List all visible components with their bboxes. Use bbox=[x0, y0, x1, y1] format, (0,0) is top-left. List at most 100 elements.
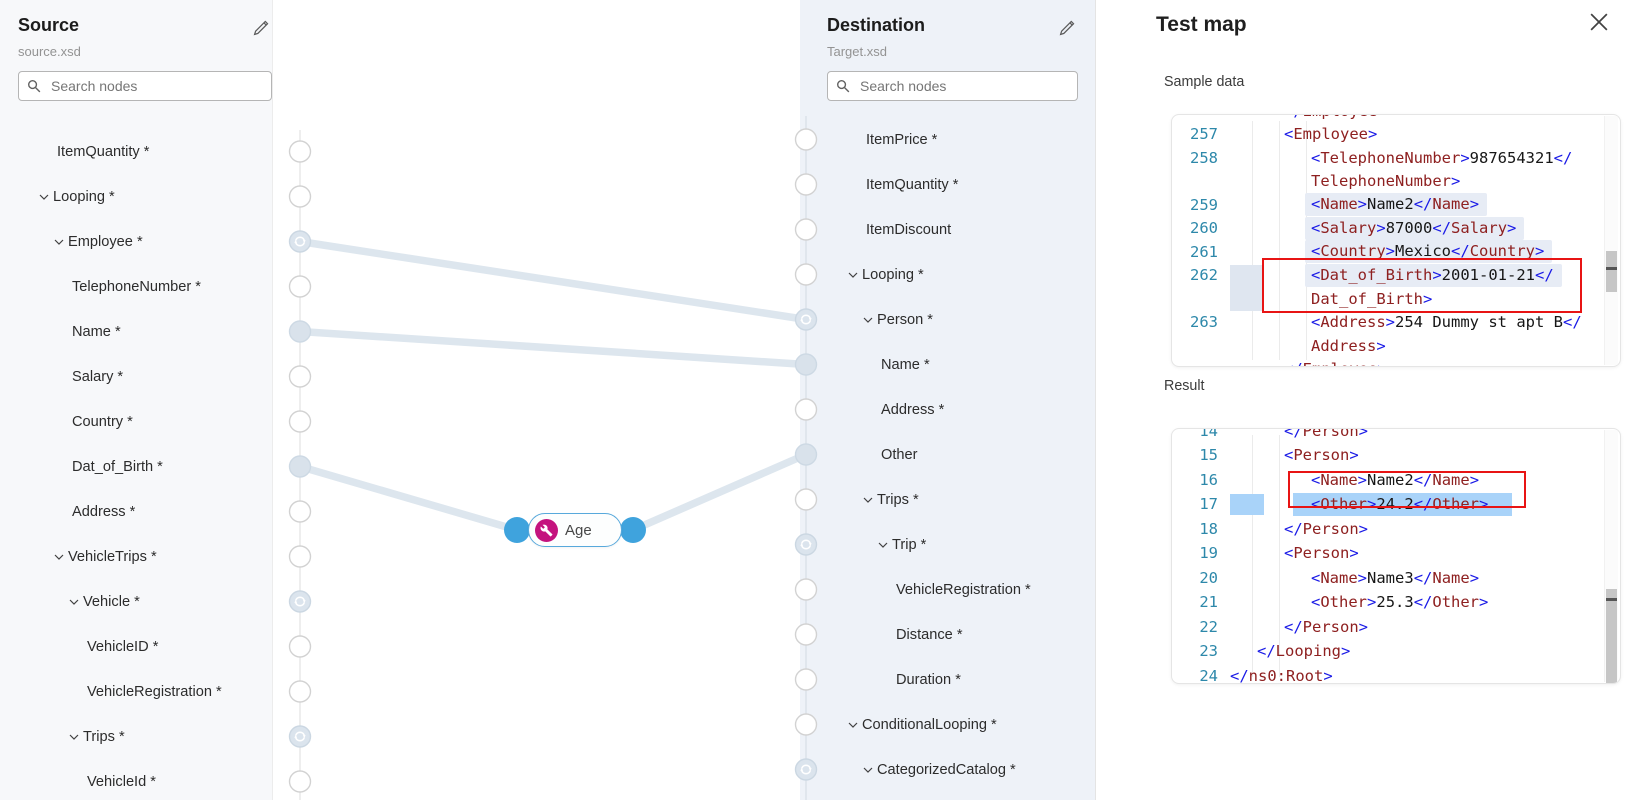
code-line-22: 22</Person> bbox=[1172, 614, 1620, 639]
connection-line-name-to-name[interactable] bbox=[296, 327, 810, 369]
source-port-country[interactable] bbox=[288, 410, 312, 433]
destination-node-name[interactable]: Name * bbox=[800, 342, 1095, 387]
destination-search-box[interactable] bbox=[827, 71, 1078, 101]
annotation-box-sample-dat-of-birth bbox=[1262, 258, 1582, 313]
destination-node-trip[interactable]: Trip * bbox=[800, 522, 1095, 567]
scrollbar-marker bbox=[1606, 598, 1617, 601]
result-label: Result bbox=[1164, 378, 1205, 394]
scrollbar[interactable] bbox=[1604, 430, 1618, 683]
source-port-vehicletrips[interactable] bbox=[288, 545, 312, 568]
connection-line-employee-to-person[interactable] bbox=[296, 237, 810, 324]
source-port-vehicleregistration[interactable] bbox=[288, 680, 312, 703]
source-search-box[interactable] bbox=[18, 71, 272, 101]
sample-data-code: </Employee>257<Employee>258<TelephoneNum… bbox=[1172, 115, 1620, 366]
destination-node-categorizedcatalog[interactable]: CategorizedCatalog * bbox=[800, 747, 1095, 792]
source-port-vehicleid[interactable] bbox=[288, 770, 312, 793]
line-number: 19 bbox=[1199, 544, 1218, 562]
tree-node-label: Address * bbox=[72, 503, 136, 520]
line-number: 261 bbox=[1190, 242, 1218, 261]
edit-source-schema-button[interactable] bbox=[252, 19, 272, 39]
chevron-down-icon[interactable] bbox=[848, 721, 858, 729]
source-panel: Source source.xsd ItemQuantity *Looping … bbox=[0, 0, 273, 800]
source-node-name[interactable]: Name * bbox=[0, 309, 272, 354]
source-node-dat-of-birth[interactable]: Dat_of_Birth * bbox=[0, 444, 272, 489]
sample-data-editor[interactable]: </Employee>257<Employee>258<TelephoneNum… bbox=[1171, 114, 1621, 367]
destination-node-trips[interactable]: Trips * bbox=[800, 477, 1095, 522]
chevron-down-icon[interactable] bbox=[54, 238, 64, 246]
destination-node-vehicleregistration[interactable]: VehicleRegistration * bbox=[800, 567, 1095, 612]
destination-node-itemprice[interactable]: ItemPrice * bbox=[800, 117, 1095, 162]
destination-node-distance[interactable]: Distance * bbox=[800, 612, 1095, 657]
source-node-vehicletrips[interactable]: VehicleTrips * bbox=[0, 534, 272, 579]
close-panel-button[interactable] bbox=[1589, 12, 1611, 34]
source-node-trips[interactable]: Trips * bbox=[0, 714, 272, 759]
source-node-vehicleregistration[interactable]: VehicleRegistration * bbox=[0, 669, 272, 714]
chevron-down-icon[interactable] bbox=[69, 733, 79, 741]
tree-node-label: Name * bbox=[881, 356, 930, 373]
source-port-itemquantity[interactable] bbox=[288, 140, 312, 163]
source-node-salary[interactable]: Salary * bbox=[0, 354, 272, 399]
code-line: Address> bbox=[1311, 336, 1386, 355]
destination-node-looping[interactable]: Looping * bbox=[800, 252, 1095, 297]
code-line-16: 16<Name>Name2</Name> bbox=[1172, 467, 1620, 492]
source-search-input[interactable] bbox=[49, 77, 255, 95]
destination-search-input[interactable] bbox=[858, 77, 1062, 95]
chevron-down-icon[interactable] bbox=[54, 553, 64, 561]
result-editor[interactable]: 14</Person>15<Person>16<Name>Name2</Name… bbox=[1171, 428, 1621, 684]
source-node-itemquantity[interactable]: ItemQuantity * bbox=[0, 129, 272, 174]
edit-destination-schema-button[interactable] bbox=[1058, 19, 1078, 39]
chevron-down-icon[interactable] bbox=[863, 316, 873, 324]
tree-node-label: Duration * bbox=[896, 671, 961, 688]
source-port-looping[interactable] bbox=[288, 185, 312, 208]
destination-node-address[interactable]: Address * bbox=[800, 387, 1095, 432]
tree-node-label: VehicleId * bbox=[87, 773, 156, 790]
code-line: </Employee> bbox=[1172, 358, 1620, 366]
scrollbar-thumb[interactable] bbox=[1606, 589, 1617, 683]
scrollbar-thumb[interactable] bbox=[1606, 251, 1617, 292]
source-node-country[interactable]: Country * bbox=[0, 399, 272, 444]
source-node-employee[interactable]: Employee * bbox=[0, 219, 272, 264]
tree-node-label: CategorizedCatalog * bbox=[877, 761, 1016, 778]
destination-node-conditionallooping[interactable]: ConditionalLooping * bbox=[800, 702, 1095, 747]
source-node-vehicleid[interactable]: VehicleId * bbox=[0, 759, 272, 800]
destination-node-person[interactable]: Person * bbox=[800, 297, 1095, 342]
chevron-down-icon[interactable] bbox=[39, 193, 49, 201]
code-line-259: 259<Name>Name2</Name> bbox=[1172, 193, 1620, 217]
scrollbar[interactable] bbox=[1604, 116, 1618, 365]
chevron-down-icon[interactable] bbox=[848, 271, 858, 279]
source-port-vehicleid[interactable] bbox=[288, 635, 312, 658]
age-function-output-handle[interactable] bbox=[620, 517, 646, 543]
source-node-address[interactable]: Address * bbox=[0, 489, 272, 534]
destination-node-itemdiscount[interactable]: ItemDiscount bbox=[800, 207, 1095, 252]
connection-line-dat-of-birth-to-age-function[interactable] bbox=[296, 462, 521, 534]
chevron-down-icon[interactable] bbox=[863, 496, 873, 504]
code-line-14: 14</Person> bbox=[1172, 429, 1620, 443]
source-port-vehicle[interactable] bbox=[288, 590, 312, 613]
connection-line-age-function-to-other[interactable] bbox=[629, 450, 810, 534]
age-function-node[interactable]: Age bbox=[528, 513, 622, 547]
source-port-dat-of-birth[interactable] bbox=[288, 455, 312, 478]
source-port-employee[interactable] bbox=[288, 230, 312, 253]
source-port-name[interactable] bbox=[288, 320, 312, 343]
source-port-trips[interactable] bbox=[288, 725, 312, 748]
line-number: 23 bbox=[1199, 642, 1218, 660]
source-port-salary[interactable] bbox=[288, 365, 312, 388]
chevron-down-icon[interactable] bbox=[878, 541, 888, 549]
tree-node-label: ItemPrice * bbox=[866, 131, 938, 148]
line-number: 263 bbox=[1190, 313, 1218, 332]
source-port-telephonenumber[interactable] bbox=[288, 275, 312, 298]
source-node-looping[interactable]: Looping * bbox=[0, 174, 272, 219]
destination-node-itemquantity[interactable]: ItemQuantity * bbox=[800, 162, 1095, 207]
source-node-vehicleid[interactable]: VehicleID * bbox=[0, 624, 272, 669]
destination-node-duration[interactable]: Duration * bbox=[800, 657, 1095, 702]
source-node-telephonenumber[interactable]: TelephoneNumber * bbox=[0, 264, 272, 309]
line-number: 15 bbox=[1199, 446, 1218, 464]
age-function-input-handle[interactable] bbox=[504, 517, 530, 543]
chevron-down-icon[interactable] bbox=[863, 766, 873, 774]
destination-node-other[interactable]: Other bbox=[800, 432, 1095, 477]
source-port-address[interactable] bbox=[288, 500, 312, 523]
chevron-down-icon[interactable] bbox=[69, 598, 79, 606]
code-line: TelephoneNumber> bbox=[1311, 172, 1461, 191]
source-node-vehicle[interactable]: Vehicle * bbox=[0, 579, 272, 624]
tree-node-label: Looping * bbox=[53, 188, 115, 205]
